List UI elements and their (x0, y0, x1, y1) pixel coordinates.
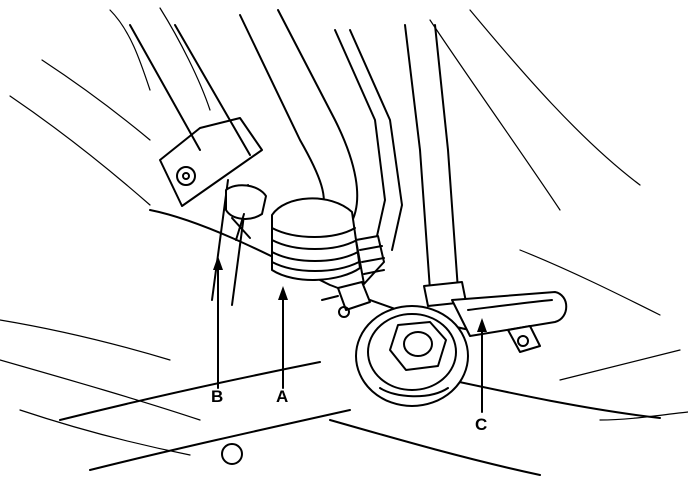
callout-label-c: C (475, 415, 487, 434)
callout-label-a: A (276, 387, 288, 406)
bracket-c (451, 291, 568, 353)
left-bracket (159, 117, 263, 207)
fitting (321, 281, 371, 318)
callout-label-b: B (211, 387, 223, 406)
callout-arrows (213, 256, 487, 413)
large-bolt (355, 305, 469, 407)
body-panel-contours (0, 7, 688, 456)
hose-a (271, 197, 361, 281)
